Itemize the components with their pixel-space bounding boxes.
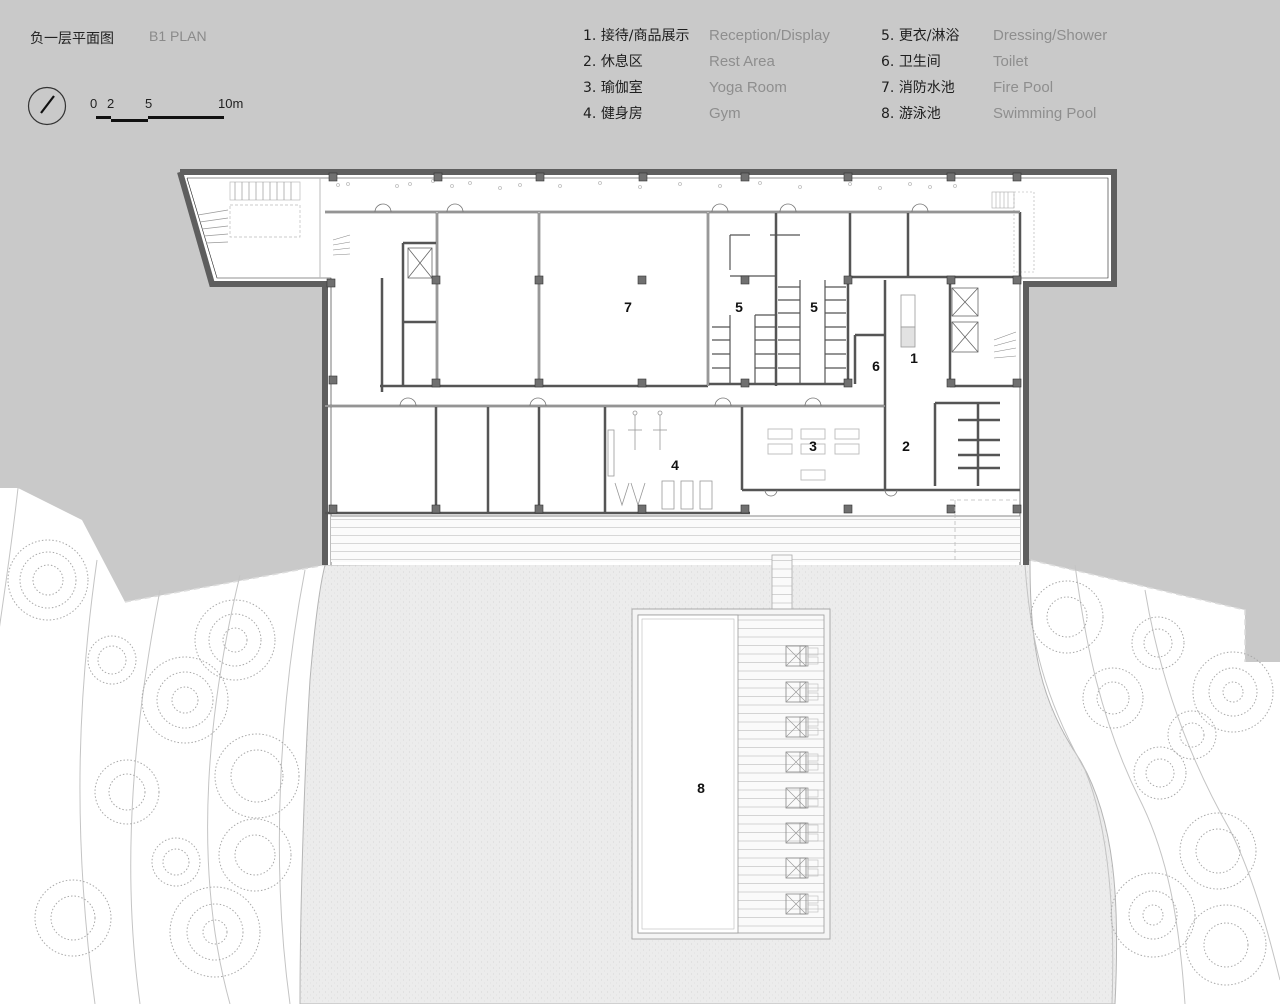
scale-tick-5: 5	[145, 96, 153, 111]
legend-right: 5. 更衣/淋浴 Dressing/Shower 6. 卫生间 Toilet 7…	[881, 23, 1141, 127]
room-label-7: 7	[624, 299, 632, 315]
reception-counter	[900, 294, 916, 348]
legend-item: 3. 瑜伽室 Yoga Room	[583, 75, 873, 101]
legend-cn: 健身房	[600, 106, 643, 122]
legend-cn: 更衣/淋浴	[898, 28, 960, 44]
legend-item: 2. 休息区 Rest Area	[583, 49, 873, 75]
legend-cn: 消防水池	[898, 80, 955, 96]
legend-en: Toilet	[993, 53, 1029, 70]
room-label-4: 4	[671, 457, 679, 473]
plan-title-en: B1 PLAN	[149, 28, 207, 44]
legend-cn: 瑜伽室	[600, 80, 643, 96]
scale-tick-0: 0	[90, 96, 98, 111]
legend-cn: 游泳池	[898, 106, 941, 122]
building-footprint	[180, 172, 1114, 565]
scale-bar	[96, 116, 224, 122]
north-arrow-icon	[27, 86, 67, 126]
legend-en: Reception/Display	[709, 27, 830, 44]
scale-tick-10m: 10m	[218, 96, 244, 111]
legend-item: 6. 卫生间 Toilet	[881, 49, 1141, 75]
legend-en: Rest Area	[709, 53, 775, 70]
scale-tick-2: 2	[107, 96, 115, 111]
legend-en: Yoga Room	[709, 79, 787, 96]
legend-en: Swimming Pool	[993, 105, 1097, 122]
legend-en: Gym	[709, 105, 741, 122]
room-label-5a: 5	[735, 299, 743, 315]
doors	[374, 203, 929, 497]
legend-item: 7. 消防水池 Fire Pool	[881, 75, 1141, 101]
landscape-lines	[0, 487, 1280, 1004]
room-label-3: 3	[809, 438, 817, 454]
room-label-6: 6	[872, 358, 880, 374]
pool-walkway	[771, 554, 793, 616]
exterior-wall	[177, 169, 1117, 565]
yoga-mats	[767, 428, 860, 481]
south-terrace	[331, 516, 1020, 562]
legend-cn: 休息区	[600, 54, 643, 70]
legend-en: Fire Pool	[993, 79, 1054, 96]
legend-en: Dressing/Shower	[993, 27, 1108, 44]
room-label-8: 8	[697, 780, 705, 796]
legend-item: 4. 健身房 Gym	[583, 101, 873, 127]
trees	[7, 539, 1274, 986]
room-label-1: 1	[910, 350, 918, 366]
legend-item: 8. 游泳池 Swimming Pool	[881, 101, 1141, 127]
plan-title-cn: 负一层平面图	[30, 31, 114, 47]
legend-cn: 卫生间	[898, 54, 941, 70]
legend-item: 1. 接待/商品展示 Reception/Display	[583, 23, 873, 49]
stair-upper-right	[991, 191, 1035, 273]
legend-left: 1. 接待/商品展示 Reception/Display 2. 休息区 Rest…	[583, 23, 873, 127]
room-label-2: 2	[902, 438, 910, 454]
room-label-5b: 5	[810, 299, 818, 315]
gym-equipment	[607, 410, 713, 510]
legend-cn: 接待/商品展示	[600, 28, 690, 44]
shower-stalls	[712, 234, 846, 384]
stair-upper-left	[197, 181, 301, 244]
legend-item: 5. 更衣/淋浴 Dressing/Shower	[881, 23, 1141, 49]
elevators	[407, 247, 979, 353]
